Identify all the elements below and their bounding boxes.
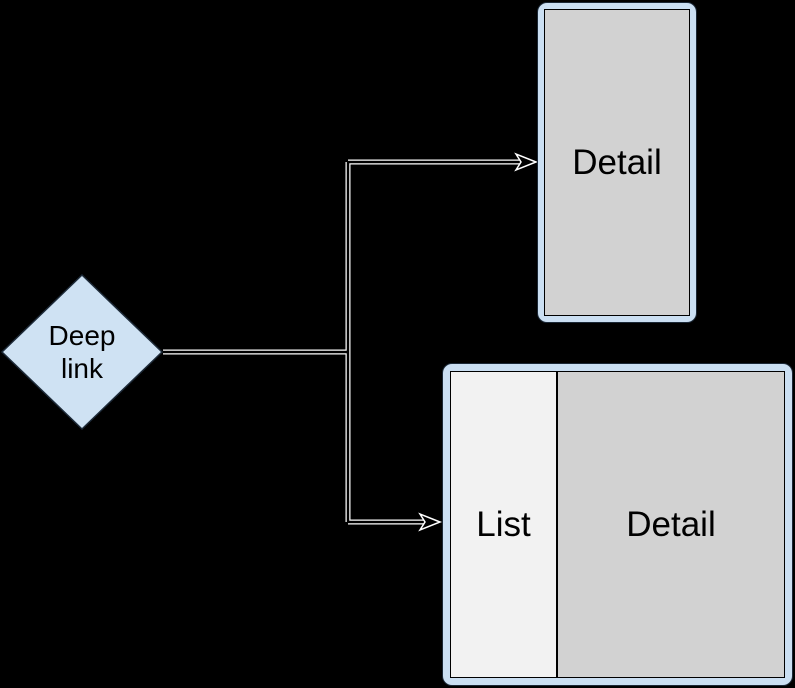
phone-screen: Detail (544, 9, 690, 316)
tablet-detail-pane: Detail (558, 372, 784, 677)
tablet-list-pane: List (451, 372, 558, 677)
deep-link-label-line2: link (60, 353, 103, 384)
deep-link-node-shape (0, 273, 164, 431)
tablet-screen: List Detail (450, 371, 785, 678)
tablet-list-label: List (476, 504, 531, 544)
phone-device: Detail (537, 2, 697, 323)
deep-link-diamond (0, 273, 164, 431)
arrowhead-to-phone (514, 152, 539, 172)
arrowheads (418, 152, 539, 532)
phone-detail-label: Detail (572, 142, 662, 182)
tablet-device: List Detail (442, 363, 793, 686)
tablet-detail-label: Detail (626, 504, 716, 544)
deep-link-label-line1: Deep (48, 320, 116, 351)
deep-link-node: Deep link (2, 275, 162, 429)
connector-core (163, 160, 521, 524)
arrowhead-to-tablet (418, 512, 443, 532)
